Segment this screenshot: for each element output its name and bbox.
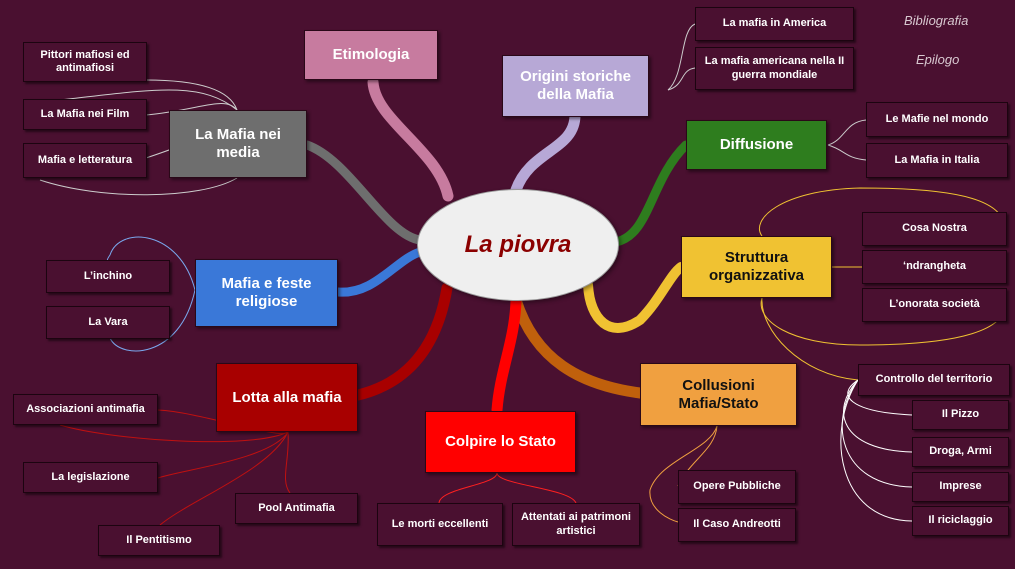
leaf-droga-armi[interactable]: Droga, Armi bbox=[912, 437, 1009, 467]
central-node[interactable]: La piovra bbox=[417, 189, 619, 301]
branch-connector-colpire bbox=[491, 294, 522, 416]
branch-collusioni[interactable]: Collusioni Mafia/Stato bbox=[640, 363, 797, 426]
leaf-caso-andreotti[interactable]: Il Caso Andreotti bbox=[678, 508, 796, 542]
leaf-associazioni-antimafia[interactable]: Associazioni antimafia bbox=[13, 394, 158, 425]
leaf-onorata-societa[interactable]: L’onorata società bbox=[862, 288, 1007, 322]
branch-mafia-nei-media[interactable]: La Mafia nei media bbox=[169, 110, 307, 178]
leaf-pittori[interactable]: Pittori mafiosi ed antimafiosi bbox=[23, 42, 147, 82]
leaf-mafia-americana-guerra[interactable]: La mafia americana nella II guerra mondi… bbox=[695, 47, 854, 90]
link-bibliografia[interactable]: Bibliografia bbox=[904, 13, 969, 28]
branch-connector-etimologia bbox=[367, 76, 454, 202]
leaf-mafia-in-italia[interactable]: La Mafia in Italia bbox=[866, 143, 1008, 178]
branch-struttura-organizzativa[interactable]: Struttura organizzativa bbox=[681, 236, 832, 298]
branch-etimologia[interactable]: Etimologia bbox=[304, 30, 438, 80]
branch-diffusione[interactable]: Diffusione bbox=[686, 120, 827, 170]
leaf-mafia-letteratura[interactable]: Mafia e letteratura bbox=[23, 143, 147, 178]
leaf-mafia-nei-film[interactable]: La Mafia nei Film bbox=[23, 99, 147, 130]
branch-origini-storiche[interactable]: Origini storiche della Mafia bbox=[502, 55, 649, 117]
branch-mafia-feste-religiose[interactable]: Mafia e feste religiose bbox=[195, 259, 338, 327]
branch-lotta-alla-mafia[interactable]: Lotta alla mafia bbox=[216, 363, 358, 432]
leaf-controllo-territorio[interactable]: Controllo del territorio bbox=[858, 364, 1010, 396]
branch-connector-origini bbox=[510, 109, 581, 196]
leaf-morti-eccellenti[interactable]: Le morti eccellenti bbox=[377, 503, 503, 546]
leaf-cosa-nostra[interactable]: Cosa Nostra bbox=[862, 212, 1007, 246]
leaf-attentati-patrimoni[interactable]: Attentati ai patrimoni artistici bbox=[512, 503, 640, 546]
branch-connector-struttura bbox=[583, 262, 686, 333]
leaf-ndrangheta[interactable]: ‘ndrangheta bbox=[862, 250, 1007, 284]
branch-connector-collusioni bbox=[510, 294, 646, 399]
branch-connector-lotta bbox=[352, 282, 453, 401]
leaf-opere-pubbliche[interactable]: Opere Pubbliche bbox=[678, 470, 796, 504]
leaf-pool-antimafia[interactable]: Pool Antimafia bbox=[235, 493, 358, 524]
leaf-il-riciclaggio[interactable]: Il riciclaggio bbox=[912, 506, 1009, 536]
leaf-mafie-nel-mondo[interactable]: Le Mafie nel mondo bbox=[866, 102, 1008, 137]
leaf-inchino[interactable]: L’inchino bbox=[46, 260, 170, 293]
leaf-pentitismo[interactable]: Il Pentitismo bbox=[98, 525, 220, 556]
leaf-il-pizzo[interactable]: Il Pizzo bbox=[912, 400, 1009, 430]
branch-connector-feste bbox=[333, 247, 425, 297]
leaf-la-vara[interactable]: La Vara bbox=[46, 306, 170, 339]
leaf-legislazione[interactable]: La legislazione bbox=[23, 462, 158, 493]
branch-connector-diffusione bbox=[611, 140, 691, 247]
leaf-imprese[interactable]: Imprese bbox=[912, 472, 1009, 502]
link-epilogo[interactable]: Epilogo bbox=[916, 52, 960, 67]
branch-colpire-lo-stato[interactable]: Colpire lo Stato bbox=[425, 411, 576, 473]
leaf-mafia-in-america[interactable]: La mafia in America bbox=[695, 7, 854, 41]
branch-connector-media bbox=[302, 140, 425, 245]
